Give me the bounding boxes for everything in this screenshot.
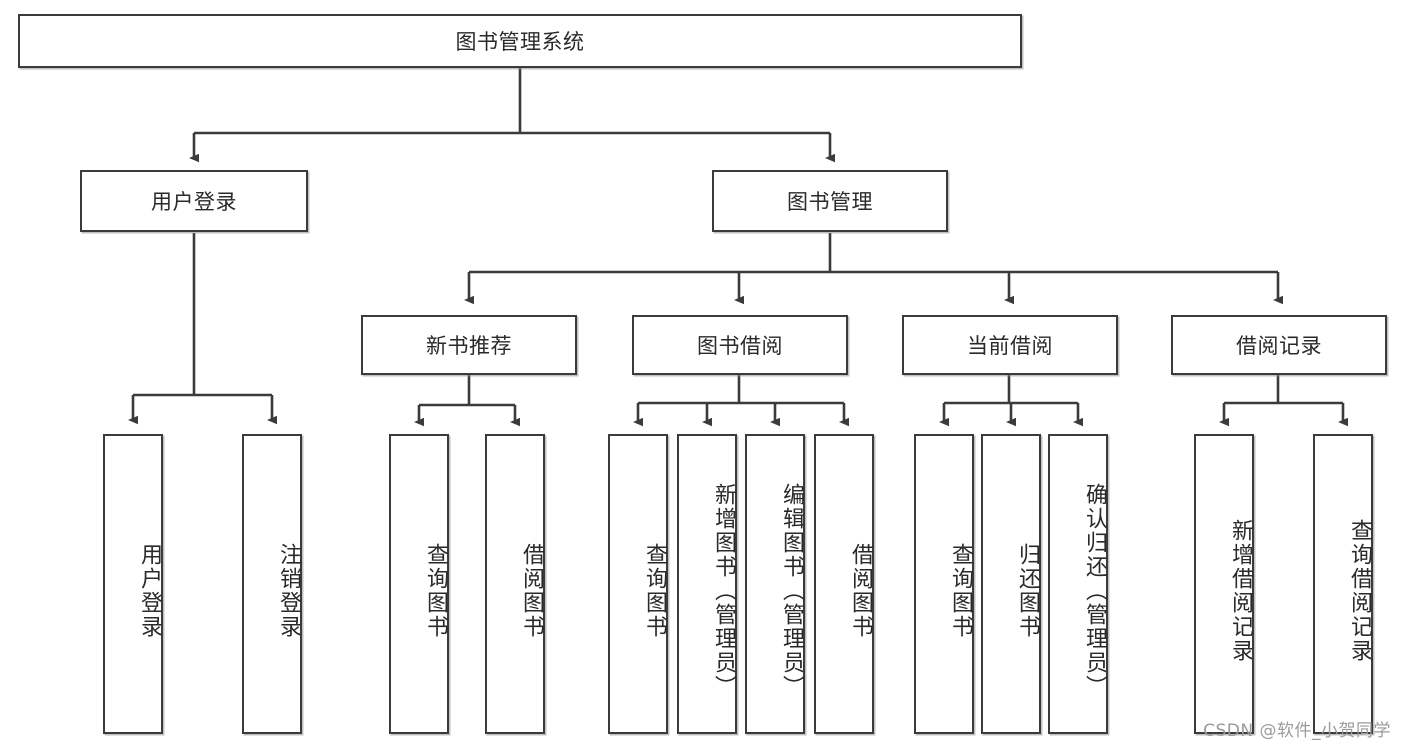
leaf-new-book-query-book[interactable]: 查询图书 <box>389 434 449 734</box>
leaf-current-borrow-confirm-return-admin[interactable]: 确认归还（管理员） <box>1048 434 1108 734</box>
node-borrow-records[interactable]: 借阅记录 <box>1171 315 1387 375</box>
leaf-user-login-signin[interactable]: 用户登录 <box>103 434 163 734</box>
node-new-book-recommend[interactable]: 新书推荐 <box>361 315 577 375</box>
leaf-borrow-records-query-record[interactable]: 查询借阅记录 <box>1313 434 1373 734</box>
leaf-user-login-signout[interactable]: 注销登录 <box>242 434 302 734</box>
node-label: 图书借阅 <box>697 334 783 358</box>
leaf-current-borrow-return-book[interactable]: 归还图书 <box>981 434 1041 734</box>
leaf-book-borrow-add-book-admin[interactable]: 新增图书（管理员） <box>677 434 737 734</box>
node-label: 归还图书 <box>1015 543 1040 639</box>
node-label: 查询图书 <box>948 543 973 639</box>
node-label: 查询借阅记录 <box>1347 519 1372 663</box>
node-label: 借阅图书 <box>848 543 873 639</box>
node-label: 新书推荐 <box>426 334 512 358</box>
node-user-login[interactable]: 用户登录 <box>80 170 308 232</box>
leaf-new-book-borrow-book[interactable]: 借阅图书 <box>485 434 545 734</box>
node-label: 借阅记录 <box>1236 334 1322 358</box>
leaf-current-borrow-query-book[interactable]: 查询图书 <box>914 434 974 734</box>
watermark-text: CSDN @软件_小贺同学 <box>1203 721 1391 741</box>
leaf-book-borrow-borrow-book[interactable]: 借阅图书 <box>814 434 874 734</box>
node-root-book-management-system[interactable]: 图书管理系统 <box>18 14 1022 68</box>
node-label: 查询图书 <box>642 543 667 639</box>
node-label: 用户登录 <box>151 190 237 214</box>
node-label: 图书管理 <box>787 190 873 214</box>
node-label: 新增图书（管理员） <box>711 483 736 699</box>
node-label: 注销登录 <box>276 543 301 639</box>
node-current-borrow[interactable]: 当前借阅 <box>902 315 1118 375</box>
node-label: 查询图书 <box>423 543 448 639</box>
node-label: 当前借阅 <box>967 334 1053 358</box>
node-book-management[interactable]: 图书管理 <box>712 170 948 232</box>
node-label: 新增借阅记录 <box>1228 519 1253 663</box>
leaf-borrow-records-add-record[interactable]: 新增借阅记录 <box>1194 434 1254 734</box>
node-label: 借阅图书 <box>519 543 544 639</box>
node-label: 图书管理系统 <box>455 30 585 54</box>
leaf-book-borrow-edit-book-admin[interactable]: 编辑图书（管理员） <box>745 434 805 734</box>
leaf-book-borrow-query-book[interactable]: 查询图书 <box>608 434 668 734</box>
node-label: 编辑图书（管理员） <box>779 483 804 699</box>
node-label: 确认归还（管理员） <box>1082 483 1107 699</box>
node-label: 用户登录 <box>137 543 162 639</box>
node-book-borrow[interactable]: 图书借阅 <box>632 315 848 375</box>
